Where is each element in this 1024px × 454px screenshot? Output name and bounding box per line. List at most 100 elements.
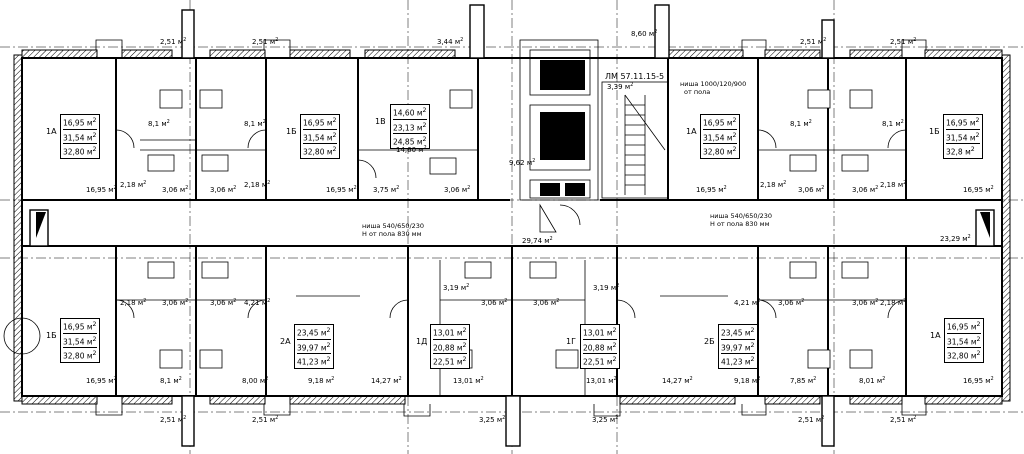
room-area-label: 3,06 м2	[162, 298, 189, 307]
room-area-label: 16,95 м2	[963, 185, 994, 194]
room-area-label: 14,27 м2	[371, 376, 402, 385]
room-area-label: 16,95 м2	[696, 185, 727, 194]
room-area-label: 3,06 м2	[852, 185, 879, 194]
niche-note-line: ниша 1000/120/900	[680, 80, 747, 88]
living-area: 16,95 м2	[63, 117, 97, 130]
living-area: 16,95 м2	[303, 117, 337, 130]
apartment-area-box: 16,95 м2 31,54 м2 32,8 м2	[943, 114, 983, 159]
total-area-with-balcony: 32,80 м2	[63, 146, 97, 157]
apartment-type: 1А	[930, 331, 941, 340]
apartment-area-box: 13,01 м2 20,88 м2 22,51 м2	[580, 324, 620, 369]
room-area-label: 2,51 м2	[252, 37, 279, 46]
room-area-label: 3,06 м2	[210, 185, 237, 194]
total-area: 31,54 м2	[63, 335, 97, 348]
room-area-label: 3,19 м2	[593, 283, 620, 292]
apartment-type: 1Б	[46, 331, 57, 340]
room-area-label: 4,21 м2	[734, 298, 761, 307]
total-area-with-balcony: 41,23 м2	[297, 356, 331, 367]
niche-note-line: ниша 540/650/230	[362, 222, 425, 230]
apartment-type: 1А	[46, 127, 57, 136]
total-area: 31,54 м2	[703, 131, 737, 144]
room-area-label: 2,51 м2	[800, 37, 827, 46]
room-area-label: 3,44 м2	[437, 37, 464, 46]
axis-bubble	[3, 317, 41, 355]
room-area-label: 14,27 м2	[662, 376, 693, 385]
room-area-label: 3,06 м2	[798, 185, 825, 194]
living-area: 23,45 м2	[297, 327, 331, 340]
room-area-label: 16,95 м2	[963, 376, 994, 385]
room-area-label: 9,62 м2	[509, 158, 536, 167]
total-area: 39,97 м2	[297, 341, 331, 354]
total-area-with-balcony: 24,85 м2	[393, 136, 427, 147]
room-area-label: 2,18 м2	[760, 180, 787, 189]
room-area-label: 16,95 м2	[86, 185, 117, 194]
apartment-type: 1Б	[929, 127, 940, 136]
room-area-label: 29,74 м2	[522, 236, 553, 245]
room-area-label: 23,29 м2	[940, 234, 971, 243]
total-area-with-balcony: 32,80 м2	[63, 350, 97, 361]
room-area-label: 2,51 м2	[252, 415, 279, 424]
total-area: 20,88 м2	[433, 341, 467, 354]
room-area-label: 9,18 м2	[734, 376, 761, 385]
apartment-area-box: 23,45 м2 39,97 м2 41,23 м2	[718, 324, 758, 369]
apartment-type: 2А	[280, 337, 291, 346]
apartment-area-box: 16,95 м2 31,54 м2 32,80 м2	[60, 318, 100, 363]
room-area-label: 3,25 м2	[479, 415, 506, 424]
total-area: 39,97 м2	[721, 341, 755, 354]
room-area-label: 3,19 м2	[443, 283, 470, 292]
total-area-with-balcony: 32,80 м2	[703, 146, 737, 157]
room-area-label: 3,06 м2	[481, 298, 508, 307]
total-area-with-balcony: 41,23 м2	[721, 356, 755, 367]
niche-note: ниша 1000/120/900 от пола	[680, 80, 746, 96]
room-area-label: 8,1 м2	[790, 119, 812, 128]
stair-core	[36, 39, 990, 238]
sanitary-fixtures	[147, 89, 873, 369]
doors	[115, 129, 907, 319]
total-area-with-balcony: 22,51 м2	[583, 356, 617, 367]
total-area: 31,54 м2	[303, 131, 337, 144]
room-area-label: 2,18 м2	[120, 298, 147, 307]
room-area-label: 14,60 м2	[396, 145, 427, 154]
apartment-area-box: 14,60 м2 23,13 м2 24,85 м2	[390, 104, 430, 149]
room-area-label: 3,06 м2	[162, 185, 189, 194]
room-area-label: 2,51 м2	[160, 415, 187, 424]
apartment-area-box: 13,01 м2 20,88 м2 22,51 м2	[430, 324, 470, 369]
total-area: 20,88 м2	[583, 341, 617, 354]
total-area-with-balcony: 22,51 м2	[433, 356, 467, 367]
apartment-type: 1Б	[286, 127, 297, 136]
total-area: 31,54 м2	[947, 335, 981, 348]
living-area: 13,01 м2	[583, 327, 617, 340]
balconies	[95, 39, 927, 417]
room-area-label: 2,18 м2	[880, 180, 907, 189]
living-area: 16,95 м2	[947, 321, 981, 334]
apartment-type: 1В	[375, 117, 386, 126]
room-area-label: 3,25 м2	[592, 415, 619, 424]
room-area-label: 3,06 м2	[852, 298, 879, 307]
room-area-label: 3,75 м2	[373, 185, 400, 194]
total-area-with-balcony: 32,8 м2	[946, 146, 975, 157]
niche-note-line: от пола	[684, 88, 711, 96]
room-area-label: 2,18 м2	[120, 180, 147, 189]
room-area-label: 3,06 м2	[210, 298, 237, 307]
niche-note-line: ниша 540/650/230	[710, 212, 773, 220]
apartment-area-box: 16,95 м2 31,54 м2 32,80 м2	[944, 318, 984, 363]
total-area: 31,54 м2	[63, 131, 97, 144]
room-area-label: 2,51 м2	[798, 415, 825, 424]
living-area: 16,95 м2	[703, 117, 737, 130]
total-area-with-balcony: 32,80 м2	[303, 146, 337, 157]
room-area-label: 8,01 м2	[859, 376, 886, 385]
room-area-label: 8,1 м2	[148, 119, 170, 128]
room-area-label: 13,01 м2	[453, 376, 484, 385]
room-area-label: 8,00 м2	[242, 376, 269, 385]
room-area-label: 3,39 м2	[607, 82, 634, 91]
living-area: 16,95 м2	[63, 321, 97, 334]
room-area-label: 8,60 м2	[631, 29, 658, 38]
apartment-type: 1Г	[566, 337, 576, 346]
living-area: 23,45 м2	[721, 327, 755, 340]
living-area: 14,60 м2	[393, 107, 427, 120]
room-area-label: 8,1 м2	[244, 119, 266, 128]
room-area-label: 2,18 м2	[880, 298, 907, 307]
apartment-type: 2Б	[704, 337, 715, 346]
apartment-type: 1А	[686, 127, 697, 136]
